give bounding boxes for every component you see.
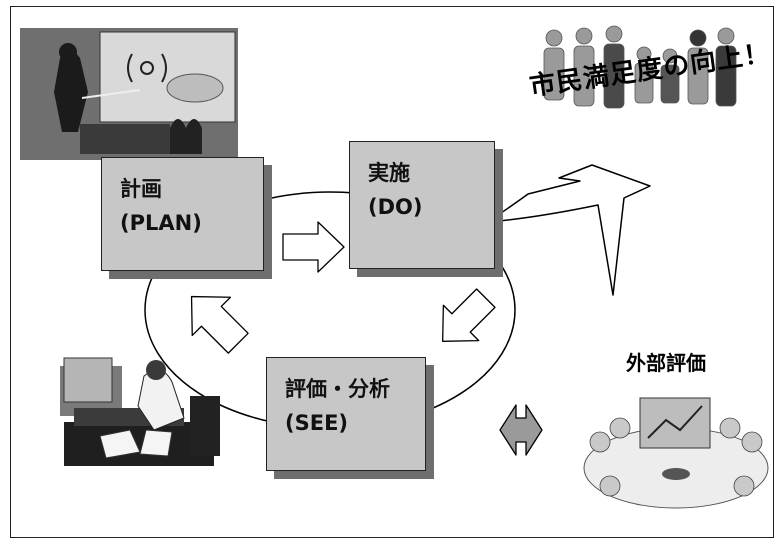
do-box: 実施 (DO) — [349, 141, 495, 269]
slide-frame — [10, 6, 774, 538]
presenter-clipart — [20, 28, 238, 160]
plan-title: 計画 — [120, 177, 162, 201]
do-title: 実施 — [368, 161, 410, 185]
worker-clipart — [60, 357, 220, 466]
meeting-clipart — [583, 397, 769, 509]
rising-arrow — [487, 164, 651, 296]
see-title: 評価・分析 — [285, 377, 390, 401]
arrow-see-to-plan — [190, 295, 249, 354]
arrow-plan-to-do — [282, 221, 345, 273]
plan-subtitle: (PLAN) — [120, 211, 202, 235]
see-subtitle: (SEE) — [285, 411, 349, 435]
plan-box: 計画 (PLAN) — [101, 157, 264, 271]
external-evaluation-label: 外部評価 — [626, 351, 706, 375]
do-subtitle: (DO) — [368, 195, 423, 219]
see-box: 評価・分析 (SEE) — [266, 357, 426, 471]
double-arrow — [499, 404, 543, 456]
citizens-clipart — [543, 25, 737, 109]
arrow-do-to-see — [442, 288, 496, 342]
